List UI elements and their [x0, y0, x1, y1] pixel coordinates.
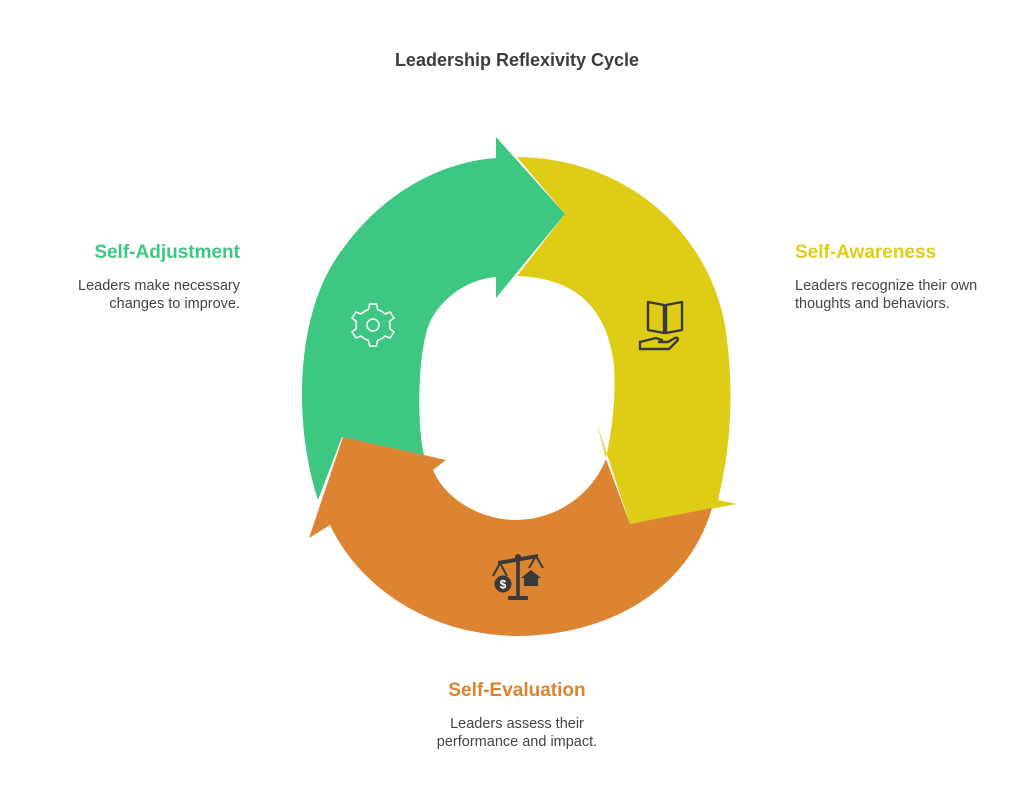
open-book-hand-icon — [638, 300, 684, 351]
self-adjustment-title: Self-Adjustment — [94, 242, 240, 263]
self-awareness-description: Leaders recognize their own thoughts and… — [795, 278, 978, 312]
self-adjustment-arrow — [301, 137, 565, 500]
svg-text:$: $ — [500, 578, 507, 592]
diagram-title: Leadership Reflexivity Cycle — [394, 50, 640, 70]
self-evaluation-arrow — [309, 437, 712, 636]
self-evaluation-title: Self-Evaluation — [448, 680, 586, 701]
balance-scale-icon: $ — [492, 554, 544, 600]
self-adjustment-description: Leaders make necessary changes to improv… — [78, 278, 240, 312]
self-awareness-arrow — [517, 157, 737, 524]
self-evaluation-description: Leaders assess their performance and imp… — [436, 716, 598, 750]
self-awareness-title: Self-Awareness — [795, 242, 937, 263]
gear-icon — [351, 303, 395, 347]
